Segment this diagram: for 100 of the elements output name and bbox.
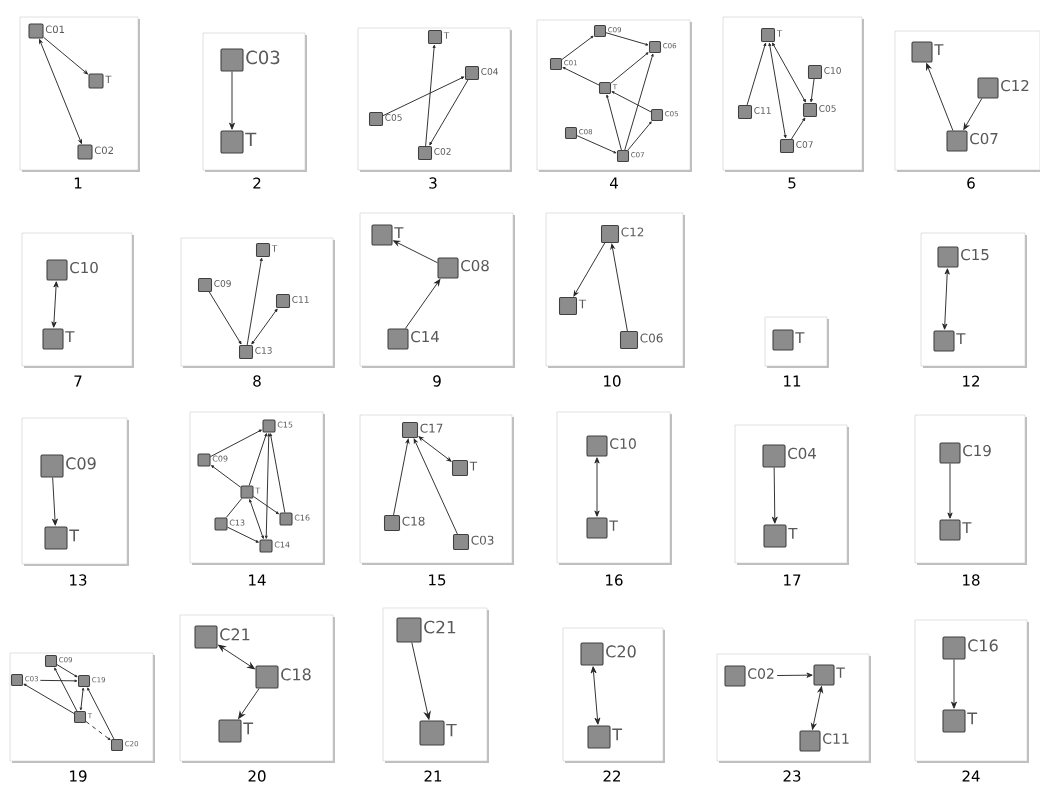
vertex-label: C02 <box>94 146 113 155</box>
vertex-label: T <box>245 132 257 146</box>
vertex-label: C05 <box>385 114 402 121</box>
arrow <box>85 721 111 741</box>
vertex-label: C03 <box>246 50 280 65</box>
arrow <box>210 429 262 458</box>
arrow <box>51 281 59 328</box>
vertex-label: C04 <box>481 68 498 75</box>
panel-number: 17 <box>784 574 801 586</box>
vertex-label: C11 <box>754 107 771 114</box>
vertex-label: T <box>105 75 112 83</box>
panel-number: 15 <box>429 574 446 586</box>
arrow <box>208 291 242 345</box>
arrow <box>576 135 617 154</box>
arrow <box>52 477 58 526</box>
vertex-label: C10 <box>824 67 841 74</box>
panel-number: 21 <box>424 770 442 782</box>
arrow <box>211 465 241 488</box>
vertex-label: C02 <box>434 148 451 155</box>
vertex-label: T <box>443 32 450 39</box>
arrow <box>605 32 649 46</box>
arrow <box>610 52 649 84</box>
vertex-label: C16 <box>968 639 998 652</box>
vertex-label: C13 <box>255 347 272 354</box>
vertex-label: C10 <box>70 261 98 274</box>
arrow <box>562 67 600 86</box>
panel-number: 11 <box>784 375 801 387</box>
vertex-label: T <box>65 331 75 343</box>
vertex-label: T <box>612 728 623 741</box>
panel-number: 14 <box>249 574 266 586</box>
arrow <box>791 117 806 140</box>
arrow <box>227 526 259 543</box>
panel-number: 22 <box>603 770 621 782</box>
arrow <box>393 438 410 516</box>
vertex-label: C01 <box>45 25 65 34</box>
arrow <box>627 121 652 151</box>
arrow <box>382 76 465 117</box>
arrow <box>926 63 954 131</box>
vertex-label: C13 <box>229 519 245 526</box>
panel-number: 8 <box>253 375 261 387</box>
arrow <box>606 94 622 151</box>
vertex-label: C20 <box>606 645 636 658</box>
arrow <box>246 257 263 346</box>
arrow <box>611 91 652 113</box>
panel-number: 9 <box>433 375 441 387</box>
vertex-label: T <box>578 299 587 309</box>
vertex-label: C09 <box>212 455 228 462</box>
arrow <box>404 279 441 329</box>
vertex-label: C09 <box>214 280 231 287</box>
arrow <box>393 240 438 264</box>
arrow <box>413 438 458 535</box>
arrow <box>253 496 279 515</box>
panel-number: 16 <box>606 574 623 586</box>
vertex-label: C14 <box>411 330 439 343</box>
arrow <box>772 42 806 103</box>
vertex-label: C15 <box>277 421 293 428</box>
vertex-label: T <box>795 332 805 344</box>
arrow <box>429 79 469 146</box>
vertex-label: T <box>956 333 966 345</box>
panel-number: 10 <box>604 375 621 387</box>
vertex-label: C12 <box>621 227 644 237</box>
vertex-label: T <box>962 522 972 534</box>
arrow <box>269 433 286 513</box>
vertex-label: C10 <box>610 438 636 449</box>
vertex-label: C12 <box>1001 79 1029 92</box>
arrow <box>746 42 767 106</box>
panel-number: 3 <box>429 177 437 189</box>
arrow <box>251 308 278 345</box>
arrow <box>776 672 813 678</box>
vertex-label: T <box>271 245 278 252</box>
vertex-label: C21 <box>220 628 250 641</box>
arrow <box>418 436 452 462</box>
arrow <box>594 457 600 517</box>
vertex-label: C17 <box>420 423 443 433</box>
vertex-label: C07 <box>970 132 998 145</box>
arrow <box>947 463 953 519</box>
vertex-label: T <box>69 529 80 542</box>
arrow <box>264 433 271 539</box>
panel-number: 1 <box>74 177 82 189</box>
panel-number: 4 <box>609 177 618 189</box>
vertex-label: C19 <box>963 444 991 457</box>
panel-number: 2 <box>253 177 261 189</box>
vertex-label: T <box>788 527 798 539</box>
arrow <box>951 659 957 709</box>
panel-number: 13 <box>70 574 87 586</box>
panel-number: 20 <box>248 770 266 782</box>
arrow <box>249 499 264 539</box>
arrow <box>561 35 594 60</box>
arrow <box>87 687 115 740</box>
arrow <box>811 686 823 730</box>
arrow <box>590 666 601 725</box>
vertex-label: T <box>934 44 944 56</box>
vertex-label: C07 <box>796 141 813 148</box>
vertex-label: T <box>836 667 845 678</box>
vertex-label: T <box>776 30 783 37</box>
arrow <box>610 243 628 332</box>
vertex-label: T <box>255 487 261 494</box>
arrow <box>963 98 983 130</box>
vertex-label: C16 <box>294 514 310 521</box>
vertex-label: C18 <box>402 516 425 526</box>
